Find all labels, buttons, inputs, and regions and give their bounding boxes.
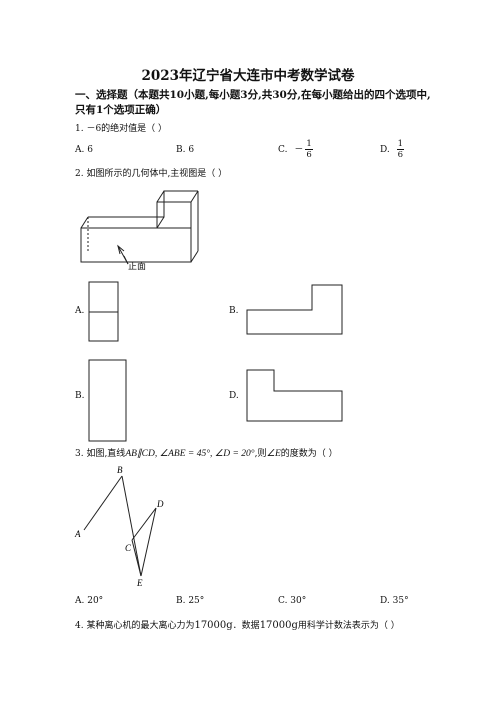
section-heading-line2: 只有1个选项正确） bbox=[75, 104, 167, 116]
point-label-B: B bbox=[117, 465, 123, 475]
q4-value-1: 17000g bbox=[194, 620, 233, 631]
q4-stem-suffix: 用科学计数法表示为（ ） bbox=[297, 621, 400, 631]
line-AB bbox=[83, 475, 123, 531]
point-label-A: A bbox=[74, 529, 81, 539]
line-CD bbox=[131, 507, 157, 541]
line-BE bbox=[121, 475, 142, 577]
q3-option-a: A. 20° bbox=[75, 596, 104, 606]
solid-depth-edge-2 bbox=[156, 216, 165, 229]
line-CE bbox=[131, 539, 142, 577]
question-4-stem: 4. 某种离心机的最大离心力为17000g．数据17000g用科学计数法表示为（… bbox=[75, 618, 400, 631]
page-title: 2023年辽宁省大连市中考数学试卷 bbox=[141, 68, 355, 84]
q2-option-b-label: B. bbox=[229, 306, 239, 316]
q4-value-2: 17000g bbox=[259, 620, 298, 631]
q2-option-a-label: A. bbox=[75, 306, 85, 316]
q1-option-d-label: D. bbox=[380, 145, 390, 155]
question-2-stem: 2. 如图所示的几何体中,主视图是（ ） bbox=[75, 169, 228, 179]
q2-option-b-shape bbox=[246, 284, 343, 335]
fraction-denominator: 6 bbox=[306, 150, 312, 160]
question-1-stem: 1. －6的绝对值是（ ） bbox=[75, 124, 168, 134]
option-d-outline bbox=[246, 369, 343, 422]
q3-option-b: B. 25° bbox=[176, 596, 205, 606]
point-label-D: D bbox=[156, 499, 164, 509]
point-label-C: C bbox=[125, 543, 132, 553]
solid-front-face bbox=[80, 201, 192, 263]
q3-stem-mid: ,则 bbox=[254, 449, 267, 459]
solid-depth-edge-5 bbox=[190, 250, 199, 263]
q2-option-c-label: B. bbox=[75, 391, 85, 401]
q3-stem-math: AB∥CD, ∠ABE = 45°, ∠D = 20° bbox=[125, 449, 255, 459]
section-heading-line1: 一、选择题（本题共10小题,每小题3分,共30分,在每小题给出的四个选项中, bbox=[75, 89, 431, 101]
front-view-label: 正面 bbox=[128, 262, 147, 272]
solid-depth-edge-1 bbox=[80, 216, 89, 229]
q2-solid-figure bbox=[80, 190, 199, 265]
solid-depth-edge-3 bbox=[156, 190, 165, 203]
question-3-stem: 3. 如图,直线AB∥CD, ∠ABE = 45°, ∠D = 20°,则∠E的… bbox=[75, 446, 338, 459]
q1-option-a: A. 6 bbox=[75, 145, 93, 155]
q4-stem-mid: ．数据 bbox=[232, 621, 260, 631]
q3-stem-angle: ∠E bbox=[266, 449, 281, 459]
q4-stem-prefix: 4. 某种离心机的最大离心力为 bbox=[75, 621, 195, 631]
option-b-outline bbox=[246, 284, 343, 335]
q2-option-c-shape bbox=[88, 359, 127, 442]
solid-depth-edge-4 bbox=[190, 190, 199, 203]
point-label-E: E bbox=[136, 578, 143, 588]
q3-geometry-figure: A B C D E bbox=[74, 465, 164, 588]
solid-back-edge bbox=[88, 190, 198, 218]
line-DE bbox=[140, 507, 157, 577]
q2-option-d-label: D. bbox=[229, 391, 239, 401]
q3-stem-prefix: 3. 如图,直线 bbox=[75, 449, 126, 459]
q3-option-d: D. 35° bbox=[380, 596, 409, 606]
q1-option-c-sign: － bbox=[294, 145, 304, 155]
fraction-numerator: 1 bbox=[396, 139, 405, 150]
q2-option-a-shape bbox=[88, 281, 119, 342]
front-arrow-line bbox=[117, 245, 129, 265]
q3-stem-suffix: 的度数为（ ） bbox=[280, 449, 338, 459]
option-c-rect bbox=[88, 359, 127, 442]
q1-option-c-label: C. bbox=[278, 145, 288, 155]
fraction-denominator: 6 bbox=[397, 150, 404, 160]
fraction-numerator: 1 bbox=[305, 139, 313, 150]
q3-option-c: C. 30° bbox=[278, 596, 307, 606]
q2-option-d-shape bbox=[246, 369, 343, 422]
q1-option-b: B. 6 bbox=[176, 145, 195, 155]
